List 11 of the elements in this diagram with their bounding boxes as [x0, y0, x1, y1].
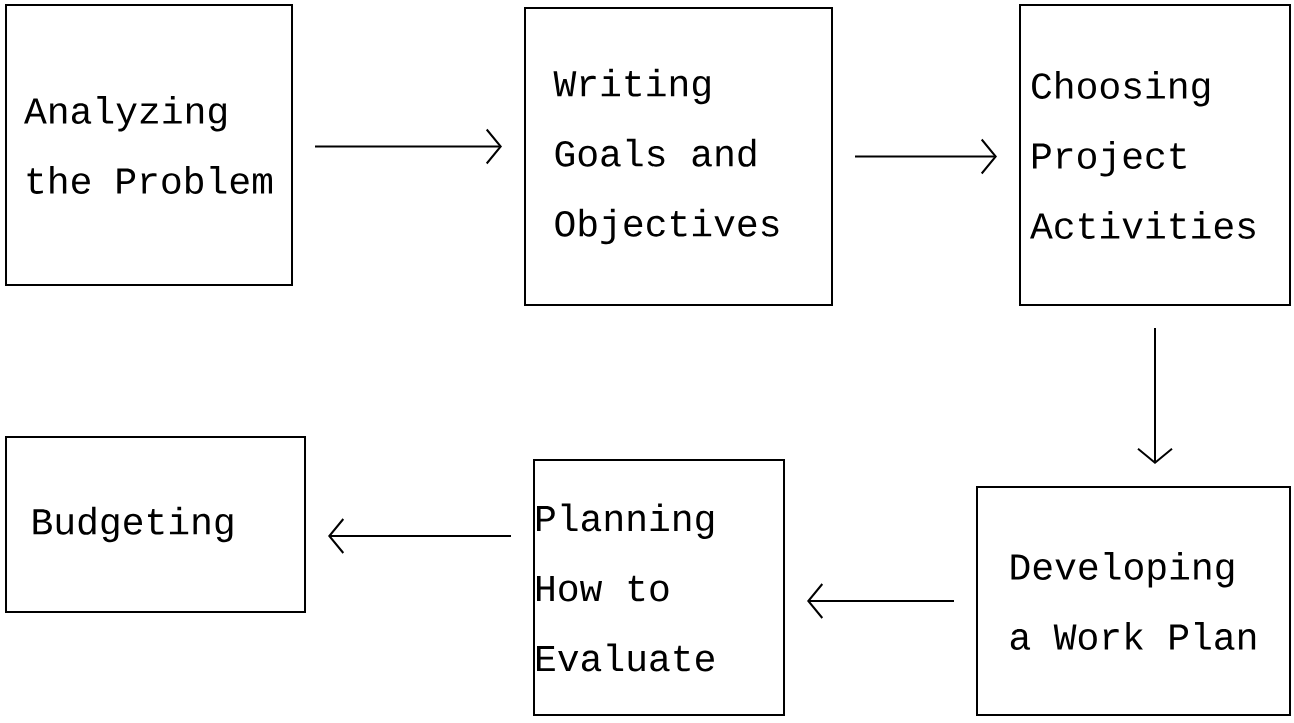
- process-box: Developing a Work Plan: [976, 486, 1291, 716]
- arrow: [328, 518, 512, 554]
- process-box: Planning How to Evaluate: [533, 459, 785, 716]
- arrow: [314, 128, 502, 165]
- process-box: Budgeting: [5, 436, 306, 613]
- process-box: Writing Goals and Objectives: [524, 7, 833, 306]
- process-box: Choosing Project Activities: [1019, 4, 1291, 306]
- arrow: [1137, 327, 1173, 464]
- arrow: [854, 138, 997, 175]
- arrow: [807, 583, 955, 619]
- process-box: Analyzing the Problem: [5, 4, 293, 286]
